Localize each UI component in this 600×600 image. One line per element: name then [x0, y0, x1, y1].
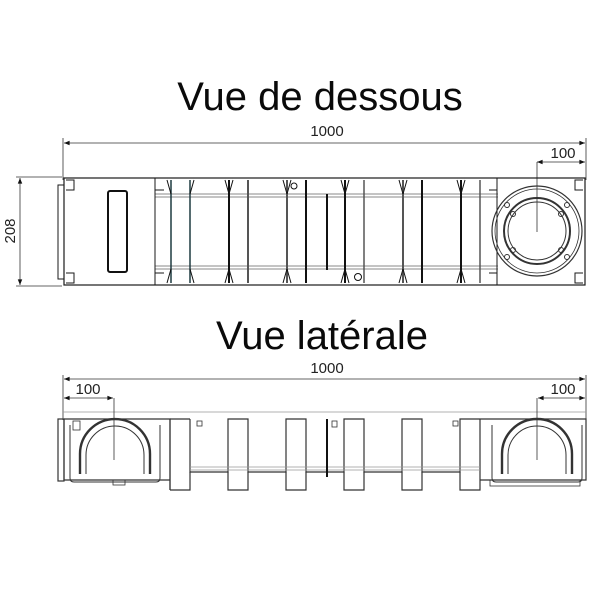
bottom-length-label: 1000: [310, 123, 343, 140]
ribs-bottom: [166, 179, 481, 284]
drain-slot: [107, 190, 128, 273]
bottom-width-dimension: [16, 176, 62, 287]
channel-body-side: [57, 418, 587, 491]
side-view: 1000 100 100: [57, 360, 587, 491]
bottom-outlet-label: 100: [550, 145, 575, 162]
outlet-bottom: [491, 185, 583, 277]
bottom-view-title: Vue de dessous: [177, 75, 463, 119]
bottom-length-dimension: [62, 138, 587, 180]
side-left-outlet-dimension: [64, 395, 115, 460]
side-length-dimension: [62, 375, 587, 420]
bottom-view: 1000 100 208: [2, 123, 587, 287]
bottom-width-label: 208: [2, 218, 19, 243]
side-length-label: 1000: [310, 360, 343, 377]
outlet-right-side: [491, 417, 583, 483]
side-right-outlet-label: 100: [550, 381, 575, 398]
channel-body-bottom: [57, 177, 586, 286]
side-view-title: Vue latérale: [216, 314, 428, 358]
side-left-outlet-label: 100: [75, 381, 100, 398]
outlet-left-side: [69, 417, 161, 483]
side-right-outlet-dimension: [536, 395, 585, 460]
